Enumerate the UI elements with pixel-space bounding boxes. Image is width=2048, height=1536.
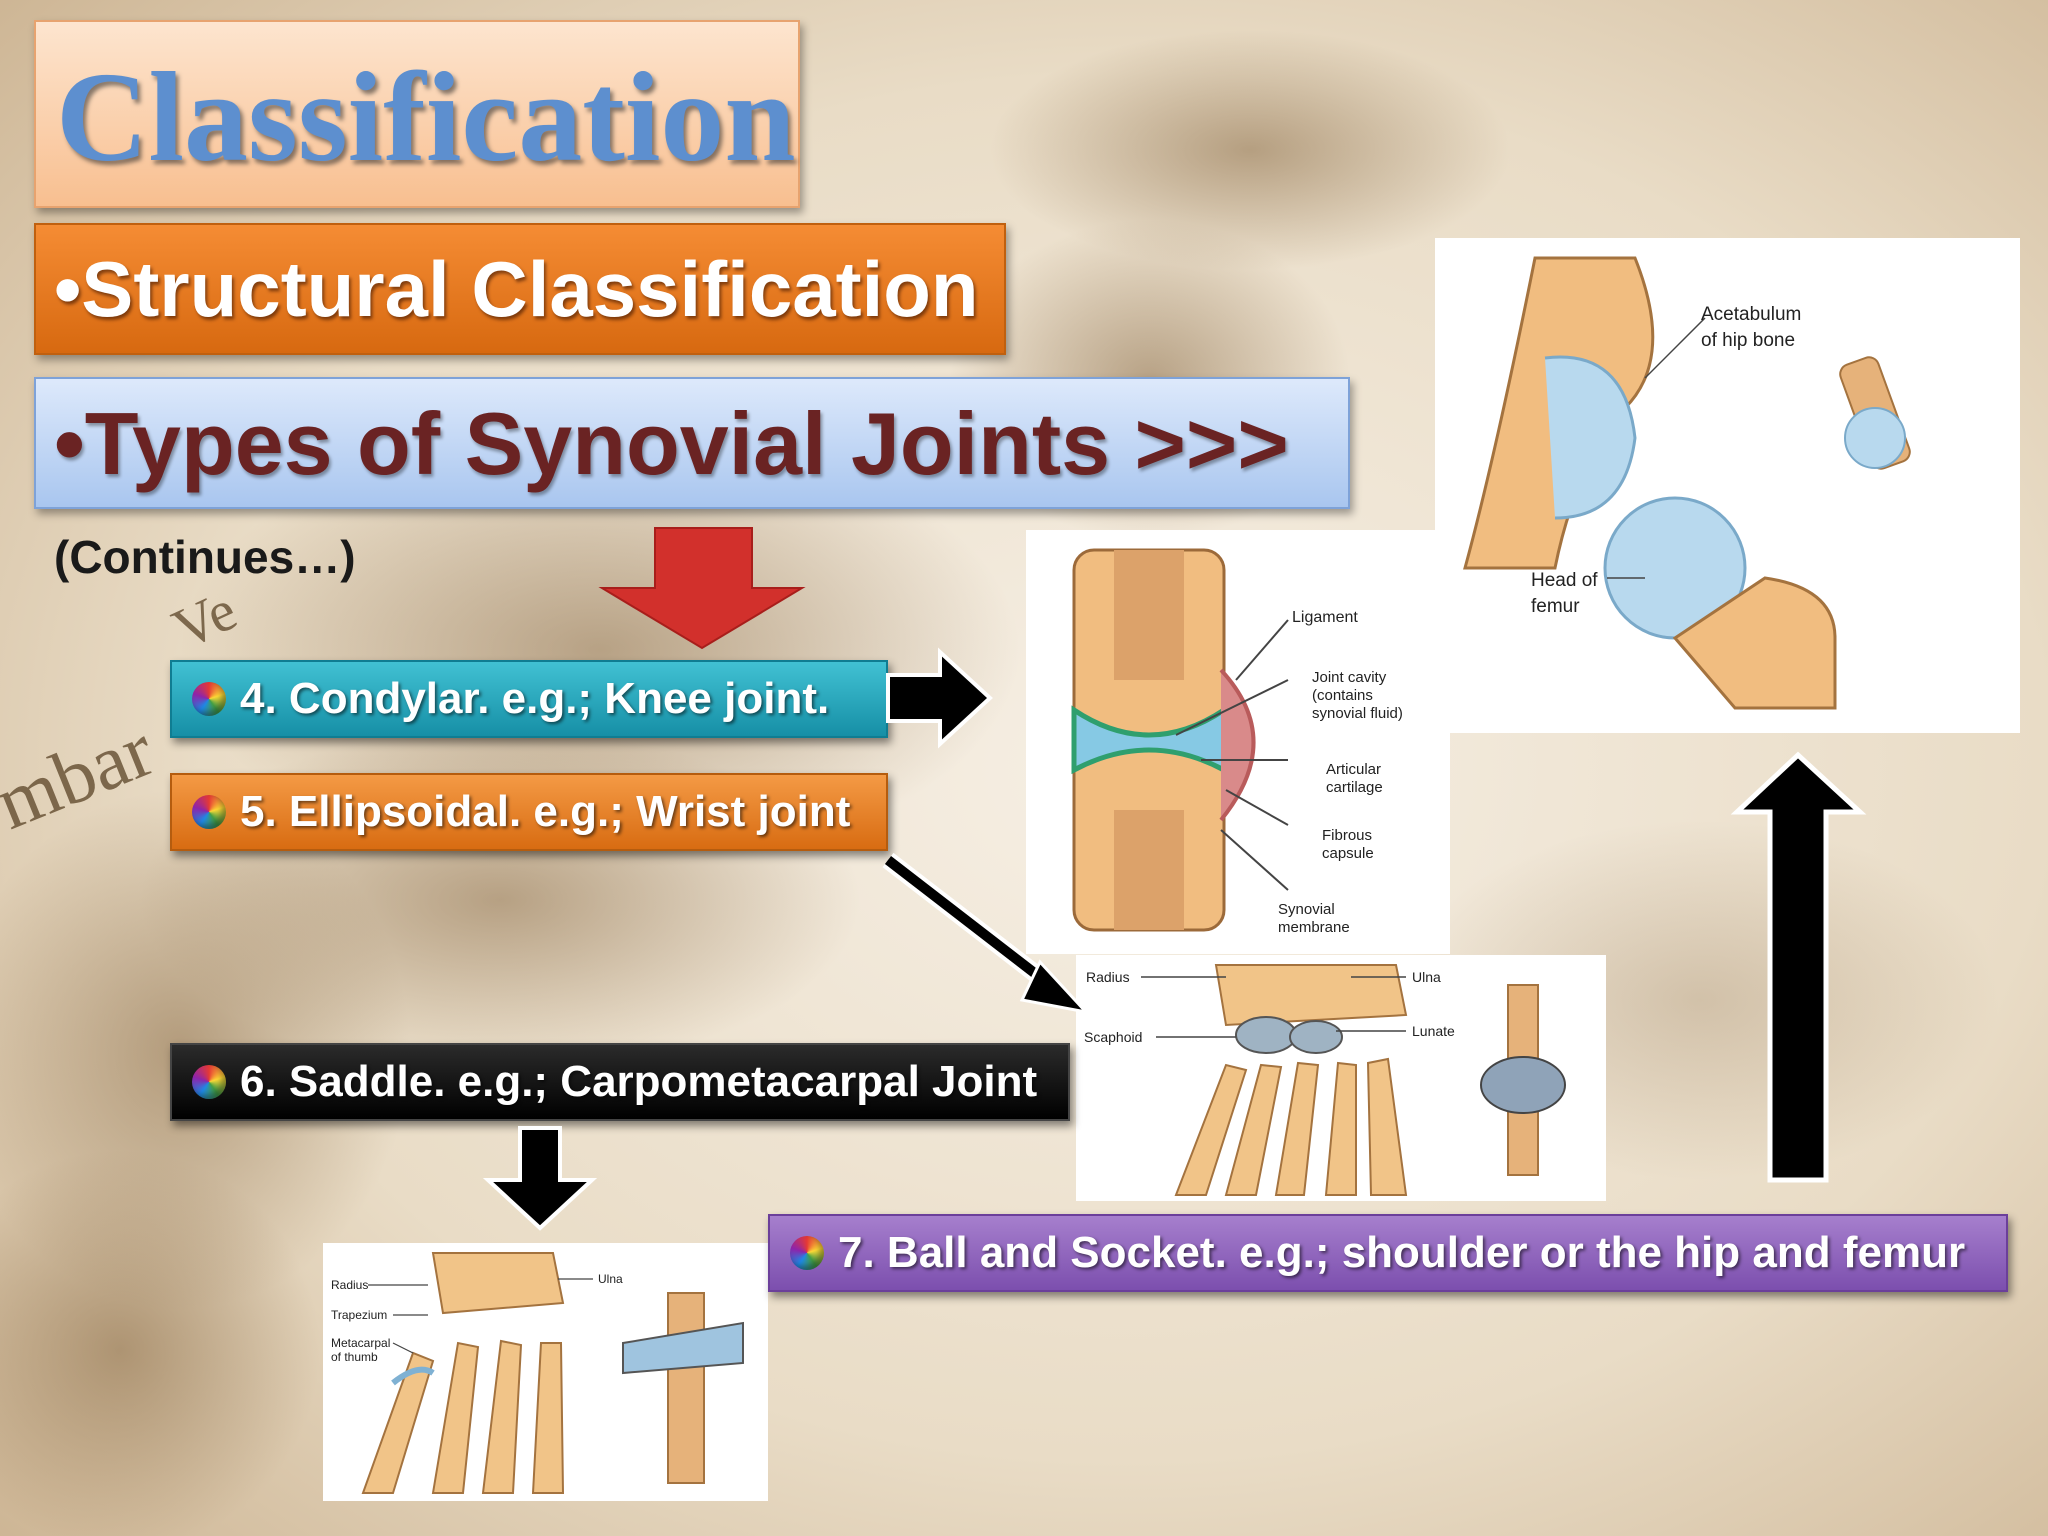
saddle-joint-diagram: Radius Ulna Trapezium Metacarpal of thum… bbox=[323, 1243, 768, 1501]
knee-label-joint-cavity: Joint cavity bbox=[1312, 669, 1387, 686]
knee-joint-diagram: Ligament Joint cavity (contains synovial… bbox=[1026, 530, 1450, 954]
knee-label-fibrous: Fibrous bbox=[1322, 827, 1372, 844]
hip-label-femur: femur bbox=[1531, 596, 1580, 617]
knee-label-membrane: membrane bbox=[1278, 919, 1350, 936]
item-ball-and-socket: 7. Ball and Socket. e.g.; shoulder or th… bbox=[768, 1214, 2008, 1292]
item-saddle: 6. Saddle. e.g.; Carpometacarpal Joint bbox=[170, 1043, 1070, 1121]
wrist-joint-diagram: Radius Ulna Scaphoid Lunate bbox=[1076, 955, 1606, 1201]
knee-label-synovial-fluid: synovial fluid) bbox=[1312, 705, 1403, 722]
hip-label-of-hip-bone: of hip bone bbox=[1701, 330, 1795, 351]
wrist-label-radius: Radius bbox=[1086, 969, 1130, 985]
saddle-label-of-thumb: of thumb bbox=[331, 1350, 378, 1364]
continues-note: (Continues…) bbox=[54, 531, 356, 583]
knee-label-synovial: Synovial bbox=[1278, 901, 1335, 918]
subtitle-box bbox=[34, 223, 1006, 355]
knee-label-ligament: Ligament bbox=[1292, 609, 1358, 626]
item-condylar: 4. Condylar. e.g.; Knee joint. bbox=[170, 660, 888, 738]
knee-label-capsule: capsule bbox=[1322, 845, 1374, 862]
bullet-icon bbox=[790, 1236, 824, 1270]
saddle-label-trapezium: Trapezium bbox=[331, 1308, 387, 1322]
item-ball-and-socket-label: 7. Ball and Socket. e.g.; shoulder or th… bbox=[838, 1228, 1966, 1277]
knee-label-articular: Articular bbox=[1326, 761, 1381, 778]
knee-label-cartilage: cartilage bbox=[1326, 779, 1383, 796]
wrist-label-scaphoid: Scaphoid bbox=[1084, 1029, 1142, 1045]
item-ellipsoidal: 5. Ellipsoidal. e.g.; Wrist joint bbox=[170, 773, 888, 851]
saddle-label-ulna: Ulna bbox=[598, 1272, 623, 1286]
section-heading-box bbox=[34, 377, 1350, 509]
knee-label-contains: (contains bbox=[1312, 687, 1373, 704]
hip-joint-diagram: Acetabulum of hip bone Head of femur bbox=[1435, 238, 2020, 733]
section-heading: •Types of Synovial Joints >>> bbox=[54, 394, 1289, 493]
item-condylar-label: 4. Condylar. e.g.; Knee joint. bbox=[240, 674, 830, 723]
saddle-label-radius: Radius bbox=[331, 1278, 368, 1292]
slide-title: Classification bbox=[56, 46, 796, 188]
item-ellipsoidal-label: 5. Ellipsoidal. e.g.; Wrist joint bbox=[240, 787, 851, 836]
wrist-label-lunate: Lunate bbox=[1412, 1023, 1455, 1039]
bullet-icon bbox=[192, 1065, 226, 1099]
hip-label-acetabulum: Acetabulum bbox=[1701, 304, 1801, 325]
bullet-icon bbox=[192, 795, 226, 829]
slide-subtitle: •Structural Classification bbox=[54, 245, 979, 333]
title-box bbox=[34, 20, 800, 208]
bullet-icon bbox=[192, 682, 226, 716]
saddle-label-metacarpal: Metacarpal bbox=[331, 1336, 390, 1350]
wrist-label-ulna: Ulna bbox=[1412, 969, 1441, 985]
hip-label-head-of: Head of bbox=[1531, 570, 1598, 591]
item-saddle-label: 6. Saddle. e.g.; Carpometacarpal Joint bbox=[240, 1057, 1038, 1106]
